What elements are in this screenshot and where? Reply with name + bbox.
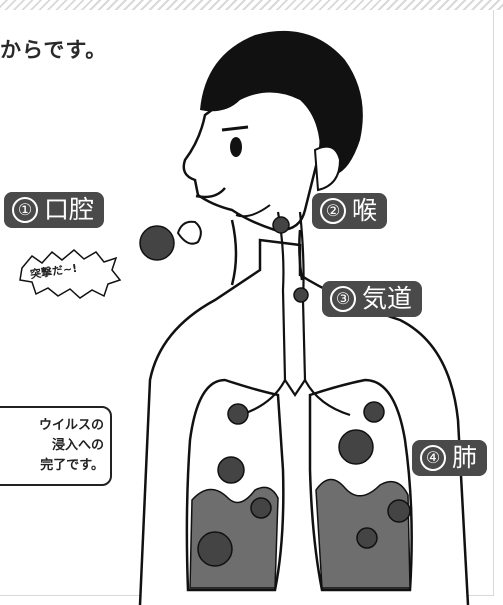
label-throat-number: ② <box>320 198 346 224</box>
note-line-2: 浸入への <box>0 436 104 456</box>
label-throat-text: 喉 <box>352 196 377 225</box>
eye <box>230 137 242 157</box>
virus-fist <box>178 222 201 244</box>
label-lung-number: ④ <box>420 445 446 471</box>
note-line-1: ウイルスの <box>0 416 104 436</box>
label-airway-number: ③ <box>330 286 356 312</box>
label-airway-text: 気道 <box>362 284 412 313</box>
label-lung-text: 肺 <box>452 443 477 472</box>
ear <box>315 147 340 190</box>
label-mouth-number: ① <box>12 197 38 223</box>
note-box: ウイルスの 浸入への 完了です。 <box>0 406 112 486</box>
face-outline <box>184 91 321 231</box>
neck-line-left <box>232 220 236 285</box>
label-mouth-text: 口腔 <box>44 195 94 224</box>
note-line-3: 完了です。 <box>0 456 104 476</box>
